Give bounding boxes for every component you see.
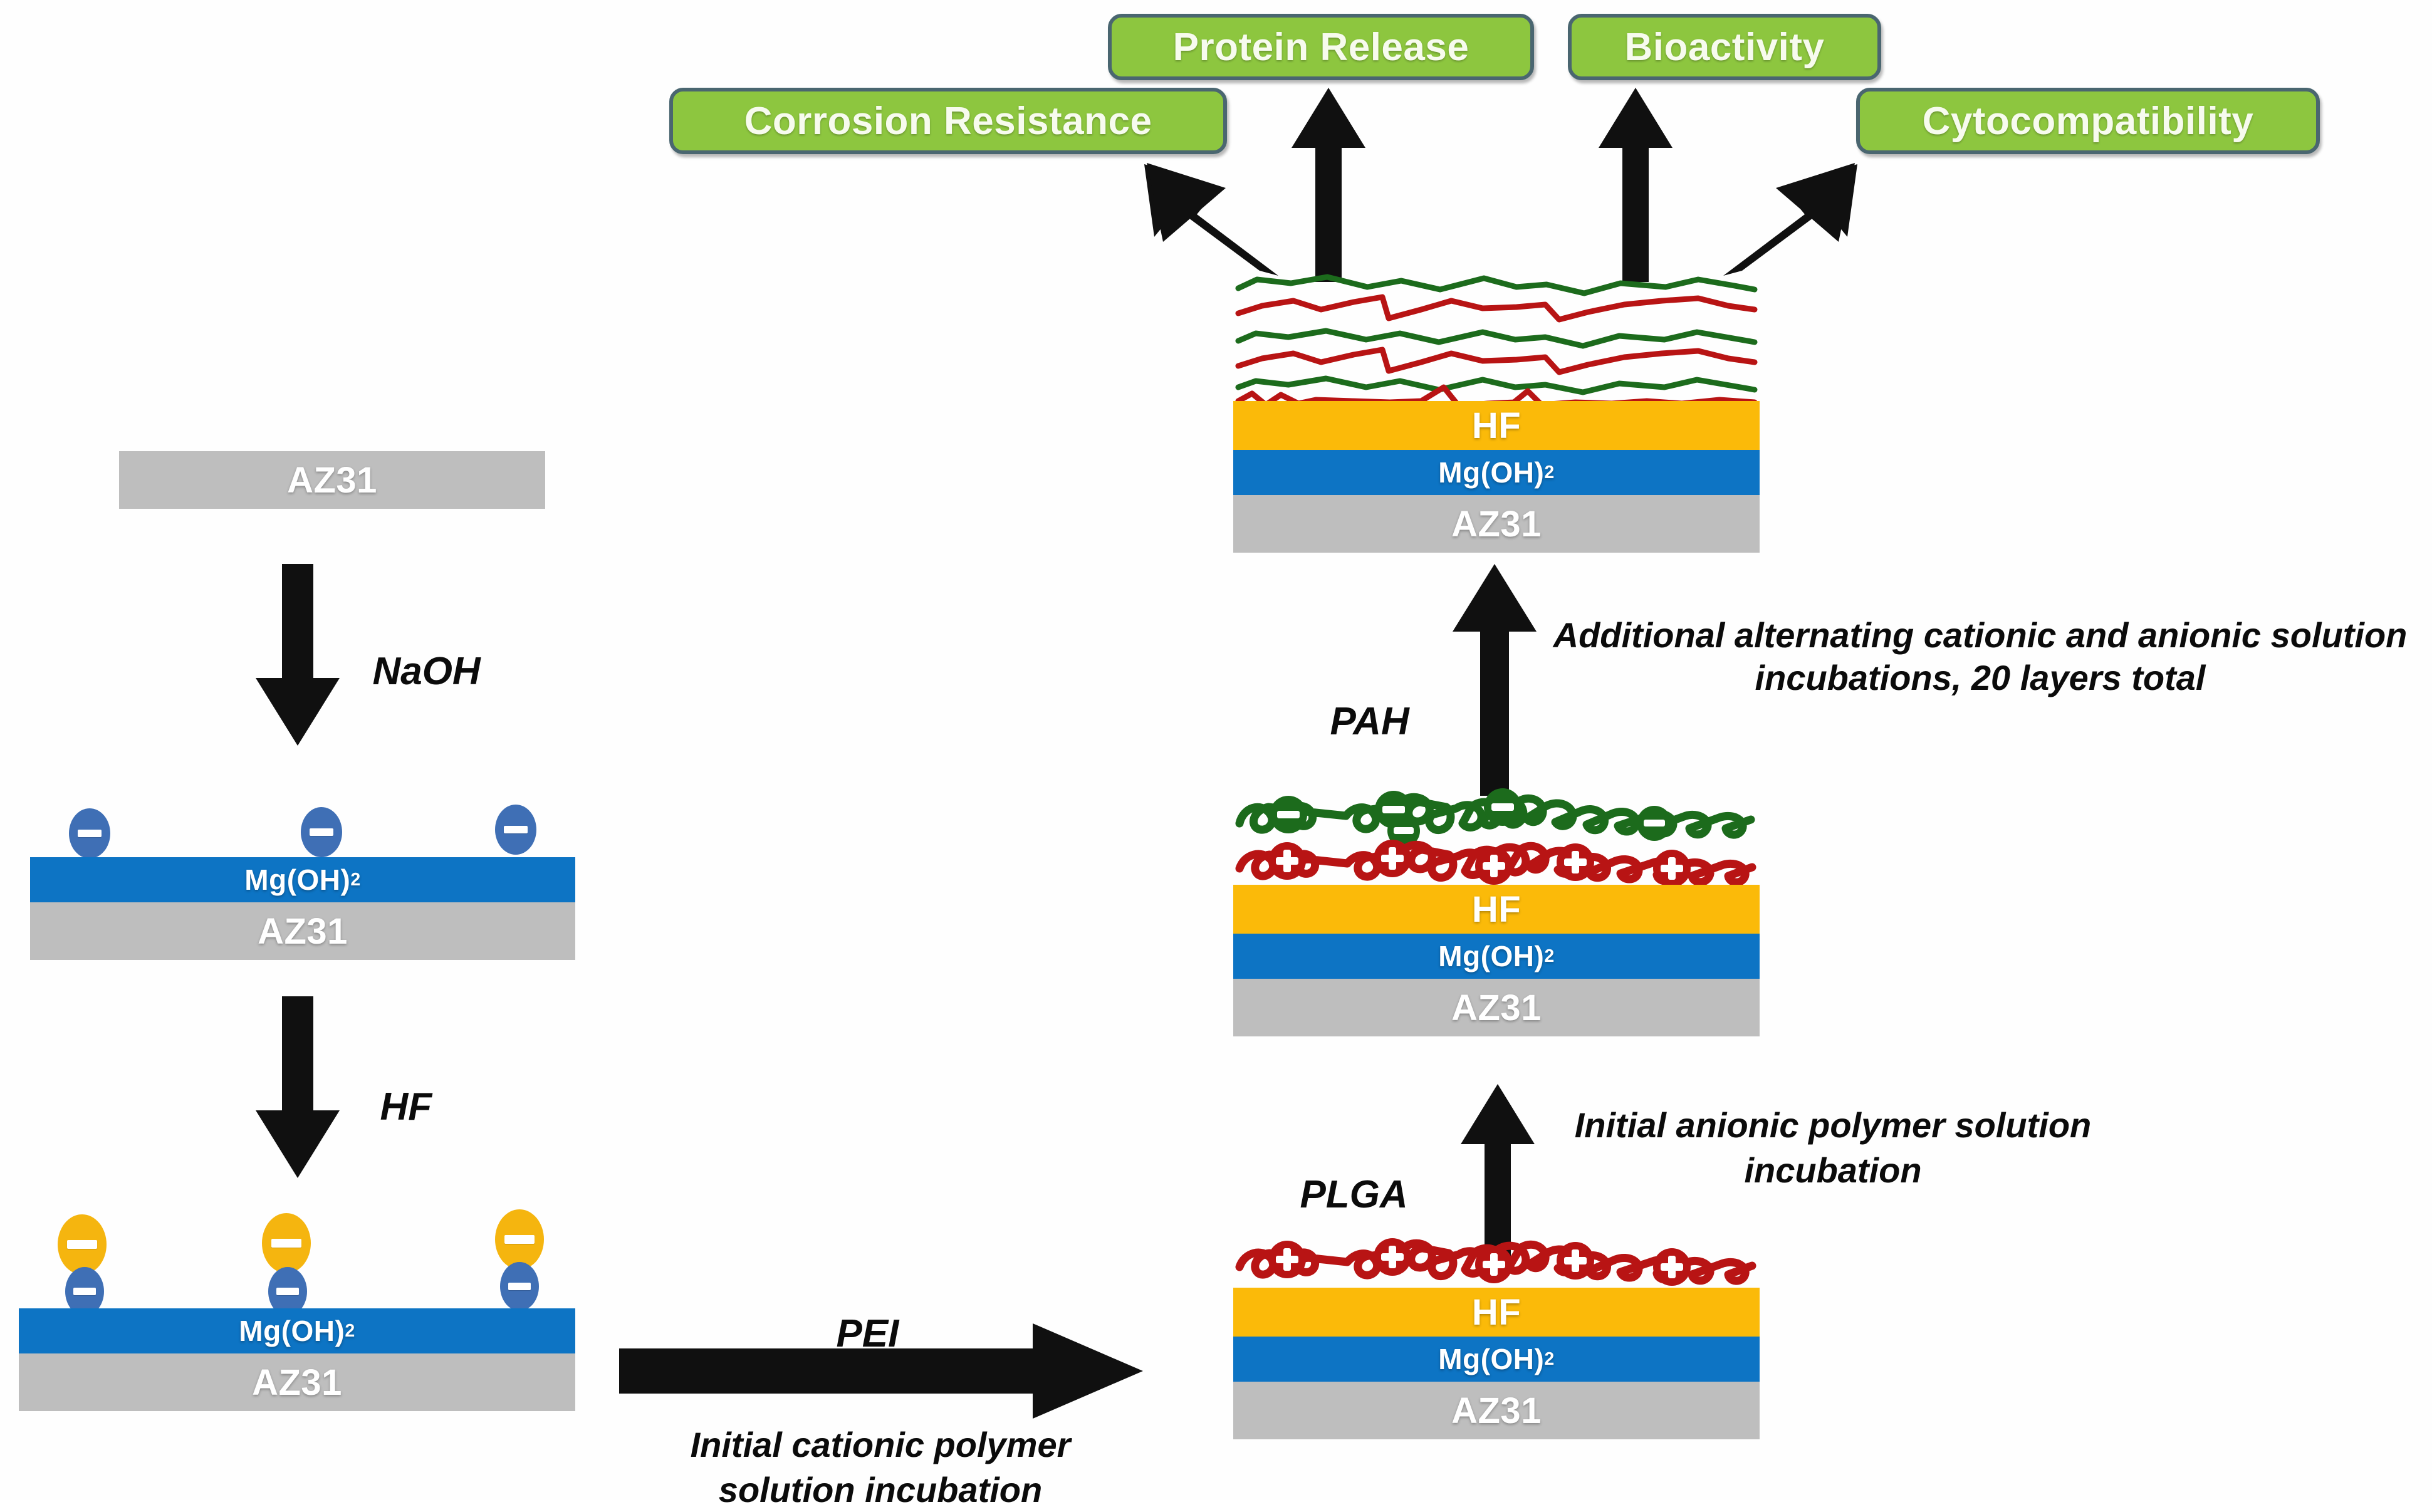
outcome-label: Protein Release <box>1172 25 1469 69</box>
layer-az31: AZ31 <box>1233 495 1760 553</box>
layer-az31: AZ31 <box>1233 979 1760 1036</box>
layer-mgoh2: Mg(OH)2 <box>1233 450 1760 495</box>
arrow-to-protein-release <box>1288 88 1369 282</box>
stack-multilayer-final: HF Mg(OH)2 AZ31 <box>1233 401 1760 553</box>
stack-az31-mgoh2: Mg(OH)2 AZ31 <box>30 857 575 960</box>
layer-az31: AZ31 <box>1233 1382 1760 1439</box>
layer-az31: AZ31 <box>30 902 575 960</box>
charge-negative-hydroxide-icon <box>65 1267 104 1316</box>
arrow-step-pei <box>619 1321 1146 1421</box>
polymer-cationic-monolayer <box>1233 1228 1760 1303</box>
layer-mgoh2: Mg(OH)2 <box>30 857 575 902</box>
caption-pah: Additional alternating cationic and anio… <box>1553 615 2408 698</box>
outcome-label: Cytocompatibility <box>1922 99 2254 143</box>
label-pei: PEI <box>836 1312 899 1355</box>
caption-plga: Initial anionic polymer solution incubat… <box>1574 1105 2092 1190</box>
outcome-label: Bioactivity <box>1624 25 1825 69</box>
layer-az31: AZ31 <box>19 1353 575 1411</box>
charge-negative-hydroxide-icon <box>500 1262 539 1311</box>
stack-az31-mgoh2-hf: Mg(OH)2 AZ31 <box>19 1308 575 1411</box>
arrow-step-naoh <box>251 564 345 746</box>
layer-az31: AZ31 <box>119 451 545 509</box>
stack-bare-az31: AZ31 <box>119 451 545 509</box>
stack-plga-coated: HF Mg(OH)2 AZ31 <box>1233 885 1760 1036</box>
polymer-cationic-anionic-bilayer <box>1233 788 1760 902</box>
arrow-step-hf <box>251 996 345 1178</box>
charge-negative-fluoride-icon <box>58 1214 107 1275</box>
outcome-box-cytocompatibility[interactable]: Cytocompatibility <box>1856 88 2320 154</box>
layer-hf: HF <box>1233 885 1760 934</box>
arrow-to-corrosion-resistance <box>1103 157 1285 282</box>
layer-hf: HF <box>1233 1288 1760 1337</box>
layer-mgoh2: Mg(OH)2 <box>1233 934 1760 979</box>
charge-negative-fluoride-icon <box>262 1213 311 1273</box>
label-hf-step: HF <box>380 1085 432 1129</box>
layer-hf: HF <box>1233 401 1760 450</box>
charge-negative-icon <box>69 808 110 858</box>
arrow-to-bioactivity <box>1595 88 1676 282</box>
charge-negative-hydroxide-icon <box>268 1267 307 1316</box>
charge-negative-icon <box>301 807 342 857</box>
outcome-box-protein-release[interactable]: Protein Release <box>1108 14 1534 80</box>
caption-pei: Initial cationic polymer solution incuba… <box>690 1425 1071 1509</box>
arrow-to-cytocompatibility <box>1717 157 1899 282</box>
stack-pei-coated: HF Mg(OH)2 AZ31 <box>1233 1288 1760 1439</box>
outcome-box-corrosion-resistance[interactable]: Corrosion Resistance <box>669 88 1227 154</box>
arrow-step-pah <box>1448 564 1542 796</box>
layer-mgoh2: Mg(OH)2 <box>19 1308 575 1353</box>
charge-negative-icon <box>495 805 536 855</box>
outcome-label: Corrosion Resistance <box>744 99 1152 143</box>
charge-group-fluoride-hydroxide-row <box>0 1209 595 1328</box>
multilayer-polymer-coating <box>1233 271 1760 410</box>
layer-mgoh2: Mg(OH)2 <box>1233 1337 1760 1382</box>
outcome-box-bioactivity[interactable]: Bioactivity <box>1568 14 1881 80</box>
label-naoh: NaOH <box>372 650 481 693</box>
label-pah: PAH <box>1330 700 1409 743</box>
charge-group-negative-blue-row <box>0 796 595 865</box>
label-plga: PLGA <box>1300 1173 1408 1216</box>
charge-negative-fluoride-icon <box>495 1209 544 1270</box>
arrow-step-plga <box>1457 1084 1538 1266</box>
